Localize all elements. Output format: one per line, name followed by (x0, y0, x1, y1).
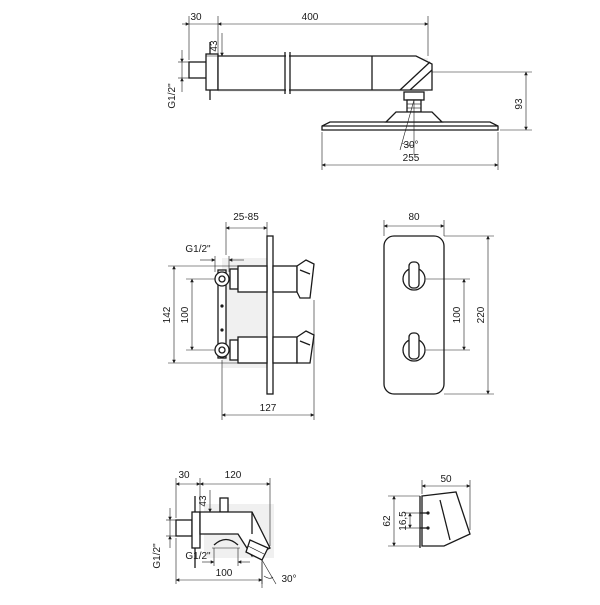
dim-220: 220 (476, 306, 487, 323)
wall-connector (175, 519, 193, 537)
dim-43: 43 (209, 40, 220, 52)
spout-flange (191, 511, 201, 549)
dim-80: 80 (408, 212, 420, 223)
elbow-diagonal (409, 69, 433, 91)
top-lever (296, 259, 315, 299)
spout-view: 30° 30 120 43 G1/2" G1/2" 100 (152, 470, 297, 588)
dim-120: 120 (225, 470, 242, 481)
dim-43: 43 (198, 495, 209, 507)
dim-93: 93 (514, 98, 525, 110)
dim-255: 255 (403, 153, 420, 164)
front-plate (383, 235, 445, 395)
dim-50: 50 (440, 474, 452, 485)
bottom-knob-lever (408, 332, 420, 360)
top-handle (272, 265, 298, 293)
wall-connector (188, 61, 208, 79)
dim-25-85: 25-85 (233, 212, 259, 223)
top-knob-lever (408, 261, 420, 289)
dim-30deg: 30° (403, 140, 418, 151)
dim-g12: G1/2" (167, 83, 178, 109)
mixer-front-view: 80 100 220 (383, 212, 494, 395)
dim-142: 142 (162, 306, 173, 323)
shower-arm (217, 55, 433, 91)
dim-g12-bottom: G1/2" (185, 551, 211, 562)
shower-holder (421, 491, 471, 547)
dim-g12: G1/2" (185, 244, 211, 255)
dim-g12-left: G1/2" (152, 543, 163, 569)
dim-100: 100 (452, 306, 463, 323)
mixer-side-view: 25-85 G1/2" 142 100 127 (162, 212, 315, 420)
valve-body (217, 269, 227, 359)
elbow-diagonal (399, 61, 431, 91)
top-cartridge (237, 265, 268, 293)
bottom-lever (296, 330, 315, 364)
cover-plate (266, 235, 274, 395)
dim-30deg: 30° (281, 574, 296, 585)
bottom-cartridge (237, 336, 268, 364)
swivel-joint (403, 91, 425, 101)
dim-100: 100 (180, 306, 191, 323)
bottom-handle (272, 336, 298, 364)
dim-30: 30 (178, 470, 190, 481)
shower-arm-view: 30 400 43 G1/2" 93 30° 255 (167, 12, 532, 170)
holder-view: 50 62 16,5 (382, 474, 471, 548)
arm-flange (205, 53, 219, 91)
dim-30: 30 (190, 12, 202, 23)
spout-outlet-arc (213, 538, 239, 546)
diverter-knob (219, 497, 229, 513)
dim-16-5: 16,5 (398, 511, 409, 531)
dim-400: 400 (302, 12, 319, 23)
dim-100: 100 (216, 568, 233, 579)
dim-127: 127 (260, 403, 277, 414)
dim-62: 62 (382, 515, 393, 527)
